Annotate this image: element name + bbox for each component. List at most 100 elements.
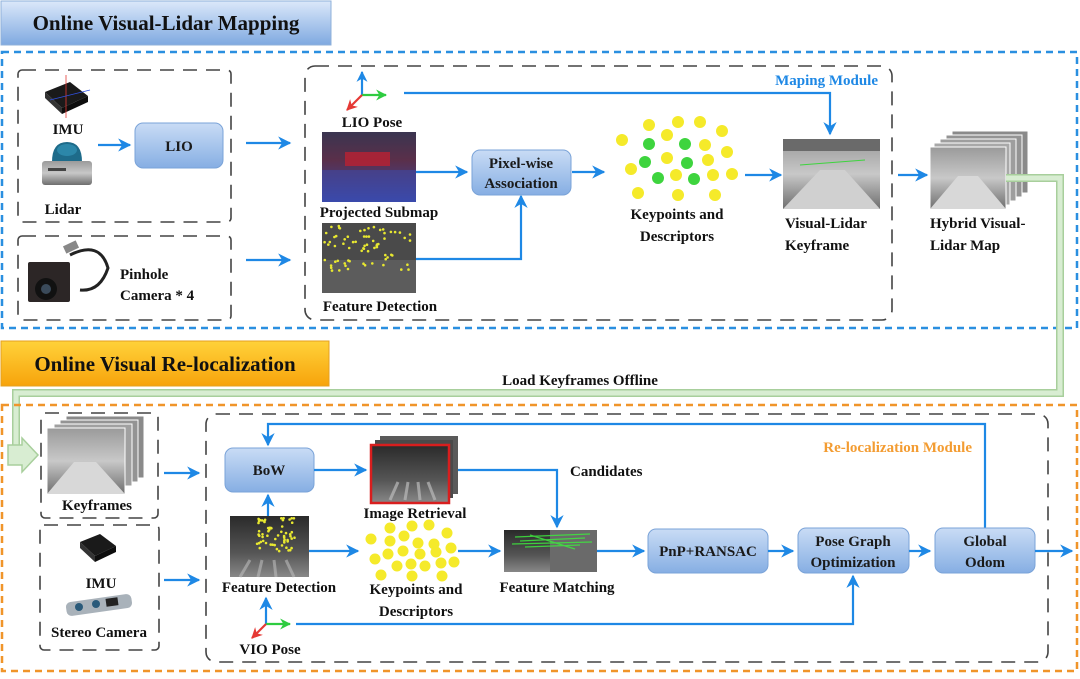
- feature-point: [367, 235, 371, 238]
- feature-point: [344, 264, 347, 268]
- keypoint-dot: [716, 125, 728, 137]
- feature-point: [406, 263, 409, 267]
- keypoint-dot: [430, 546, 442, 558]
- keyframes-image-stack: [46, 415, 145, 495]
- global-odom-box: Global Odom: [934, 527, 1036, 574]
- keypoint-dot: [688, 173, 700, 185]
- vio-pose-label: VIO Pose: [239, 642, 301, 658]
- keypoint-dot: [672, 189, 684, 201]
- keypoint-dot: [699, 139, 711, 151]
- keypoints-cluster-reloc: [365, 519, 460, 582]
- feature-point: [377, 242, 380, 246]
- mapping-title-banner: Online Visual-Lidar Mapping: [0, 0, 332, 46]
- feature-point: [275, 547, 279, 551]
- feature-point: [258, 534, 261, 538]
- keypoint-dot: [726, 168, 738, 180]
- feature-point: [347, 259, 350, 262]
- feature-point: [346, 235, 350, 238]
- feature-point: [323, 240, 326, 244]
- feature-point: [269, 543, 273, 546]
- global-odom-label-2: Odom: [965, 555, 1006, 571]
- feature-point: [384, 253, 387, 257]
- feature-point: [362, 235, 366, 238]
- feature-point: [282, 534, 286, 538]
- imu-label-reloc: IMU: [86, 576, 117, 592]
- keypoint-dot: [448, 556, 460, 568]
- vio-pose-axes-icon: [251, 618, 292, 639]
- keypoint-dot: [707, 169, 719, 181]
- feature-point: [371, 262, 374, 265]
- feature-detection-image-mapping: [322, 223, 416, 293]
- keypoint-dot: [661, 152, 673, 164]
- feature-point: [288, 533, 292, 536]
- keypoint-dot: [681, 157, 693, 169]
- feature-point: [288, 518, 291, 521]
- reloc-title-banner: Online Visual Re-localization: [0, 340, 330, 387]
- keypoint-dot: [384, 522, 396, 534]
- keypoint-dot: [670, 169, 682, 181]
- keypoint-dot: [406, 520, 418, 532]
- feature-point: [378, 228, 382, 232]
- feature-point: [280, 517, 283, 520]
- feature-point: [260, 519, 264, 522]
- feature-point: [362, 247, 365, 250]
- pixel-assoc-label-1: Pixel-wise: [489, 156, 553, 172]
- camera-label-line1: Pinhole: [120, 267, 169, 283]
- reloc-title: Online Visual Re-localization: [34, 352, 296, 376]
- keypoint-dot: [384, 535, 396, 547]
- feature-point: [255, 542, 259, 546]
- feature-point: [343, 262, 347, 265]
- feature-point: [363, 228, 366, 232]
- lio-label: LIO: [165, 139, 193, 155]
- feature-point: [359, 229, 362, 233]
- feature-point: [263, 520, 266, 524]
- feature-point: [292, 517, 296, 520]
- feature-point: [276, 534, 280, 537]
- stereo-camera-label: Stereo Camera: [51, 625, 147, 641]
- hybrid-map-image-stack: [929, 130, 1029, 210]
- load-keyframes-offline-label: Load Keyframes Offline: [502, 373, 658, 389]
- pnp-ransac-box: PnP+RANSAC: [647, 528, 769, 574]
- candidates-label: Candidates: [570, 464, 643, 480]
- keypoint-dot: [391, 560, 403, 572]
- feature-point: [259, 540, 263, 544]
- feature-point: [351, 240, 355, 244]
- bow-box: BoW: [224, 447, 315, 493]
- keypoint-dot: [661, 129, 673, 141]
- feature-point: [287, 549, 290, 552]
- mapping-module-label: Maping Module: [775, 73, 878, 89]
- visual-lidar-keyframe-image: [783, 139, 880, 209]
- feature-point: [268, 526, 272, 530]
- feature-point: [342, 242, 345, 245]
- reloc-module-label: Re-localization Module: [823, 440, 972, 456]
- keypoints-cluster-mapping: [616, 116, 738, 201]
- feature-point: [365, 235, 368, 238]
- feature-point: [382, 263, 385, 267]
- feature-point: [329, 266, 333, 270]
- keypoint-dot: [652, 172, 664, 184]
- feature-point: [408, 239, 412, 242]
- keypoint-dot: [365, 533, 377, 545]
- keyframe-label-1: Visual-Lidar: [785, 216, 867, 232]
- feature-point: [284, 531, 288, 535]
- feature-point: [386, 256, 389, 259]
- feature-point: [290, 521, 294, 524]
- feature-point: [293, 536, 296, 539]
- keypoints-label-mapping-1: Keypoints and: [631, 207, 725, 223]
- keypoint-dot: [632, 187, 644, 199]
- keypoints-label-reloc-1: Keypoints and: [370, 582, 464, 598]
- feature-point: [274, 537, 277, 541]
- bow-label: BoW: [253, 463, 286, 479]
- feature-point: [393, 230, 397, 234]
- feature-matching-image: [504, 530, 597, 572]
- lio-box: LIO: [134, 122, 224, 169]
- feature-point: [258, 546, 262, 550]
- keypoint-dot: [694, 116, 706, 128]
- feature-point: [336, 259, 340, 263]
- feature-point: [389, 230, 393, 234]
- feature-point: [261, 533, 264, 536]
- feature-point: [337, 224, 341, 228]
- feature-point: [371, 239, 375, 243]
- stereo-camera-icon: [65, 594, 133, 616]
- keyframe-label-2: Keyframe: [785, 238, 849, 254]
